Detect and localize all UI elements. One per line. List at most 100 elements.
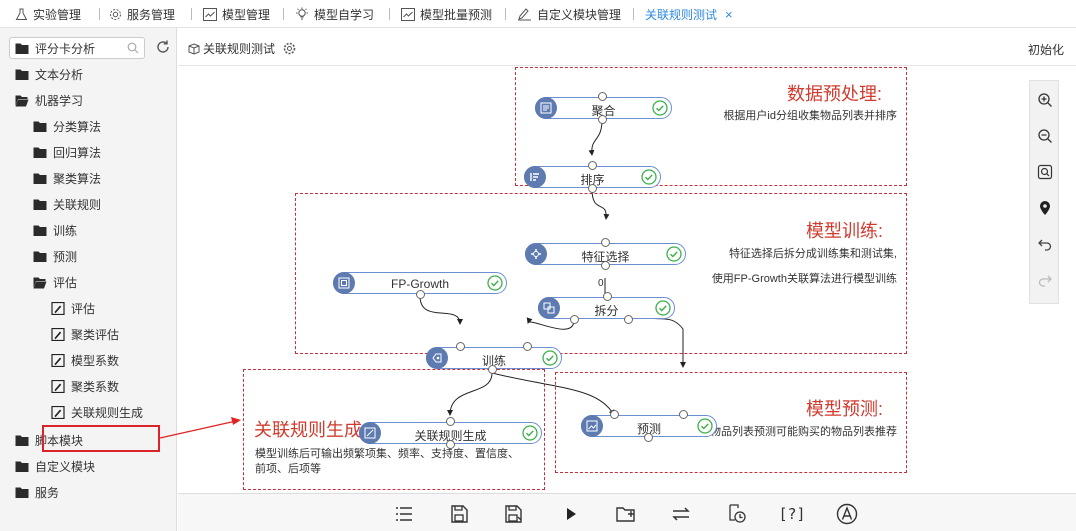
tab-label: 自定义模块管理 bbox=[537, 7, 622, 22]
main-panel: 关联规则测试 初始化 数据预处理: 根据用户id分组收集物品列表并排序 模型训练… bbox=[178, 28, 1076, 531]
sidebar-item-folder-scorecard[interactable]: 评分卡分析 bbox=[15, 39, 95, 57]
sidebar-item-module-model-coefficients[interactable]: 模型系数 bbox=[51, 351, 119, 369]
node-label: 聚合 bbox=[591, 104, 616, 118]
tab-model-self-learning[interactable]: 模型自学习 bbox=[295, 6, 374, 22]
output-port[interactable] bbox=[598, 115, 607, 124]
feature-selection-icon bbox=[525, 243, 547, 265]
input-port[interactable] bbox=[523, 342, 532, 351]
sidebar-item-label: 预测 bbox=[53, 249, 78, 264]
input-port[interactable] bbox=[610, 410, 619, 419]
frame-train bbox=[295, 193, 907, 354]
edit-module-icon bbox=[51, 301, 65, 315]
sidebar-item-module-association-rule-generation[interactable]: 关联规则生成 bbox=[51, 403, 143, 421]
sidebar-item-folder-association-rules[interactable]: 关联规则 bbox=[33, 195, 101, 213]
sidebar-item-label: 关联规则 bbox=[53, 197, 102, 212]
zoom-in-icon[interactable] bbox=[1037, 92, 1053, 108]
folder-icon bbox=[33, 147, 47, 158]
output-port[interactable] bbox=[488, 365, 497, 374]
workflow-canvas[interactable]: 数据预处理: 根据用户id分组收集物品列表并排序 模型训练: 特征选择后拆分成训… bbox=[178, 67, 1076, 493]
initialize-button[interactable]: 初始化 bbox=[1027, 43, 1064, 57]
input-port[interactable] bbox=[679, 410, 688, 419]
schedule-icon[interactable] bbox=[726, 503, 748, 525]
tab-model-management[interactable]: 模型管理 bbox=[203, 6, 270, 22]
run-icon[interactable] bbox=[560, 503, 582, 525]
tab-service-management[interactable]: 服务管理 bbox=[109, 6, 175, 22]
swap-icon[interactable] bbox=[670, 503, 692, 525]
flask-icon bbox=[15, 8, 28, 20]
help-button[interactable]: [?] bbox=[778, 505, 806, 523]
sidebar-item-folder-evaluation[interactable]: 评估 bbox=[33, 273, 77, 291]
experiment-icon bbox=[188, 42, 200, 55]
zoom-out-icon[interactable] bbox=[1037, 128, 1053, 144]
redo-icon[interactable] bbox=[1037, 272, 1053, 288]
node-label: 训练 bbox=[481, 354, 506, 368]
frame-preprocess bbox=[515, 67, 907, 186]
sidebar-item-folder-classification[interactable]: 分类算法 bbox=[33, 117, 101, 135]
sidebar-item-label: 分类算法 bbox=[53, 119, 102, 134]
sidebar-item-folder-custom-modules[interactable]: 自定义模块 bbox=[15, 457, 95, 475]
sidebar-item-folder-services[interactable]: 服务 bbox=[15, 483, 59, 501]
undo-icon[interactable] bbox=[1037, 236, 1053, 252]
input-port[interactable] bbox=[601, 238, 610, 247]
canvas-tool-panel bbox=[1029, 80, 1059, 304]
sidebar-item-folder-training[interactable]: 训练 bbox=[33, 221, 77, 239]
tab-association-rule-test[interactable]: 关联规则测试 × bbox=[645, 6, 733, 22]
tab-batch-prediction[interactable]: 模型批量预测 bbox=[401, 6, 492, 22]
close-icon[interactable]: × bbox=[725, 6, 733, 22]
save-icon[interactable] bbox=[448, 503, 470, 525]
sidebar-item-module-evaluation[interactable]: 评估 bbox=[51, 299, 95, 317]
sidebar-item-label: 服务 bbox=[35, 485, 60, 500]
sidebar-item-label: 评估 bbox=[71, 301, 96, 316]
location-pin-icon[interactable] bbox=[1037, 200, 1053, 216]
output-port[interactable] bbox=[644, 433, 653, 442]
tab-custom-module-management[interactable]: 自定义模块管理 bbox=[517, 6, 621, 22]
sidebar-item-folder-regression[interactable]: 回归算法 bbox=[33, 143, 101, 161]
sidebar-item-module-cluster-coefficients[interactable]: 聚类系数 bbox=[51, 377, 119, 395]
output-port[interactable] bbox=[570, 315, 579, 324]
list-icon[interactable] bbox=[393, 503, 415, 525]
refresh-icon[interactable] bbox=[155, 39, 171, 55]
input-port[interactable] bbox=[588, 161, 597, 170]
sidebar-item-folder-clustering[interactable]: 聚类算法 bbox=[33, 169, 101, 187]
success-check-icon bbox=[666, 246, 682, 262]
folder-icon bbox=[15, 43, 29, 54]
frame-preprocess-desc: 根据用户id分组收集物品列表并排序 bbox=[723, 110, 897, 122]
node-label: 排序 bbox=[580, 173, 605, 187]
sidebar-item-label: 回归算法 bbox=[53, 145, 102, 160]
gear-icon bbox=[110, 8, 121, 20]
folder-icon bbox=[33, 199, 47, 210]
input-port[interactable] bbox=[446, 417, 455, 426]
sidebar-item-folder-script-modules[interactable]: 脚本模块 bbox=[15, 431, 83, 449]
frame-predict bbox=[555, 372, 907, 473]
node-train[interactable]: 训练 bbox=[426, 347, 562, 369]
tab-experiment-management[interactable]: 实验管理 bbox=[15, 6, 81, 22]
sidebar-item-label: 训练 bbox=[53, 223, 78, 238]
split-icon bbox=[538, 297, 560, 319]
settings-icon[interactable] bbox=[283, 42, 296, 55]
input-port[interactable] bbox=[456, 342, 465, 351]
tab-bar: 实验管理 服务管理 模型管理 模型自学习 模型批量预测 自定义模块管理 关联规 bbox=[0, 0, 1076, 28]
node-rule-generation[interactable]: 关联规则生成 bbox=[359, 422, 542, 444]
export-icon[interactable] bbox=[615, 503, 637, 525]
frame-train-desc1: 特征选择后拆分成训练集和测试集, bbox=[728, 248, 897, 260]
folder-open-icon bbox=[33, 277, 47, 288]
sidebar-item-module-cluster-evaluation[interactable]: 聚类评估 bbox=[51, 325, 119, 343]
predict-icon bbox=[581, 415, 603, 437]
input-port[interactable] bbox=[603, 292, 612, 301]
output-port[interactable] bbox=[624, 315, 633, 324]
node-label: 拆分 bbox=[594, 304, 619, 318]
output-port[interactable] bbox=[588, 184, 597, 193]
sidebar-item-folder-machine-learning[interactable]: 机器学习 bbox=[15, 91, 83, 109]
sidebar-item-folder-text-analysis[interactable]: 文本分析 bbox=[15, 65, 83, 83]
input-port[interactable] bbox=[598, 92, 607, 101]
account-icon[interactable] bbox=[836, 503, 858, 525]
output-port[interactable] bbox=[416, 290, 425, 299]
fit-view-icon[interactable] bbox=[1037, 164, 1053, 180]
save-as-icon[interactable] bbox=[503, 503, 525, 525]
sidebar-item-folder-prediction[interactable]: 预测 bbox=[33, 247, 77, 265]
node-fp-growth[interactable]: FP-Growth bbox=[333, 272, 507, 294]
output-port[interactable] bbox=[446, 440, 455, 449]
success-check-icon bbox=[652, 100, 668, 116]
output-port[interactable] bbox=[601, 261, 610, 270]
search-input[interactable] bbox=[9, 37, 145, 59]
